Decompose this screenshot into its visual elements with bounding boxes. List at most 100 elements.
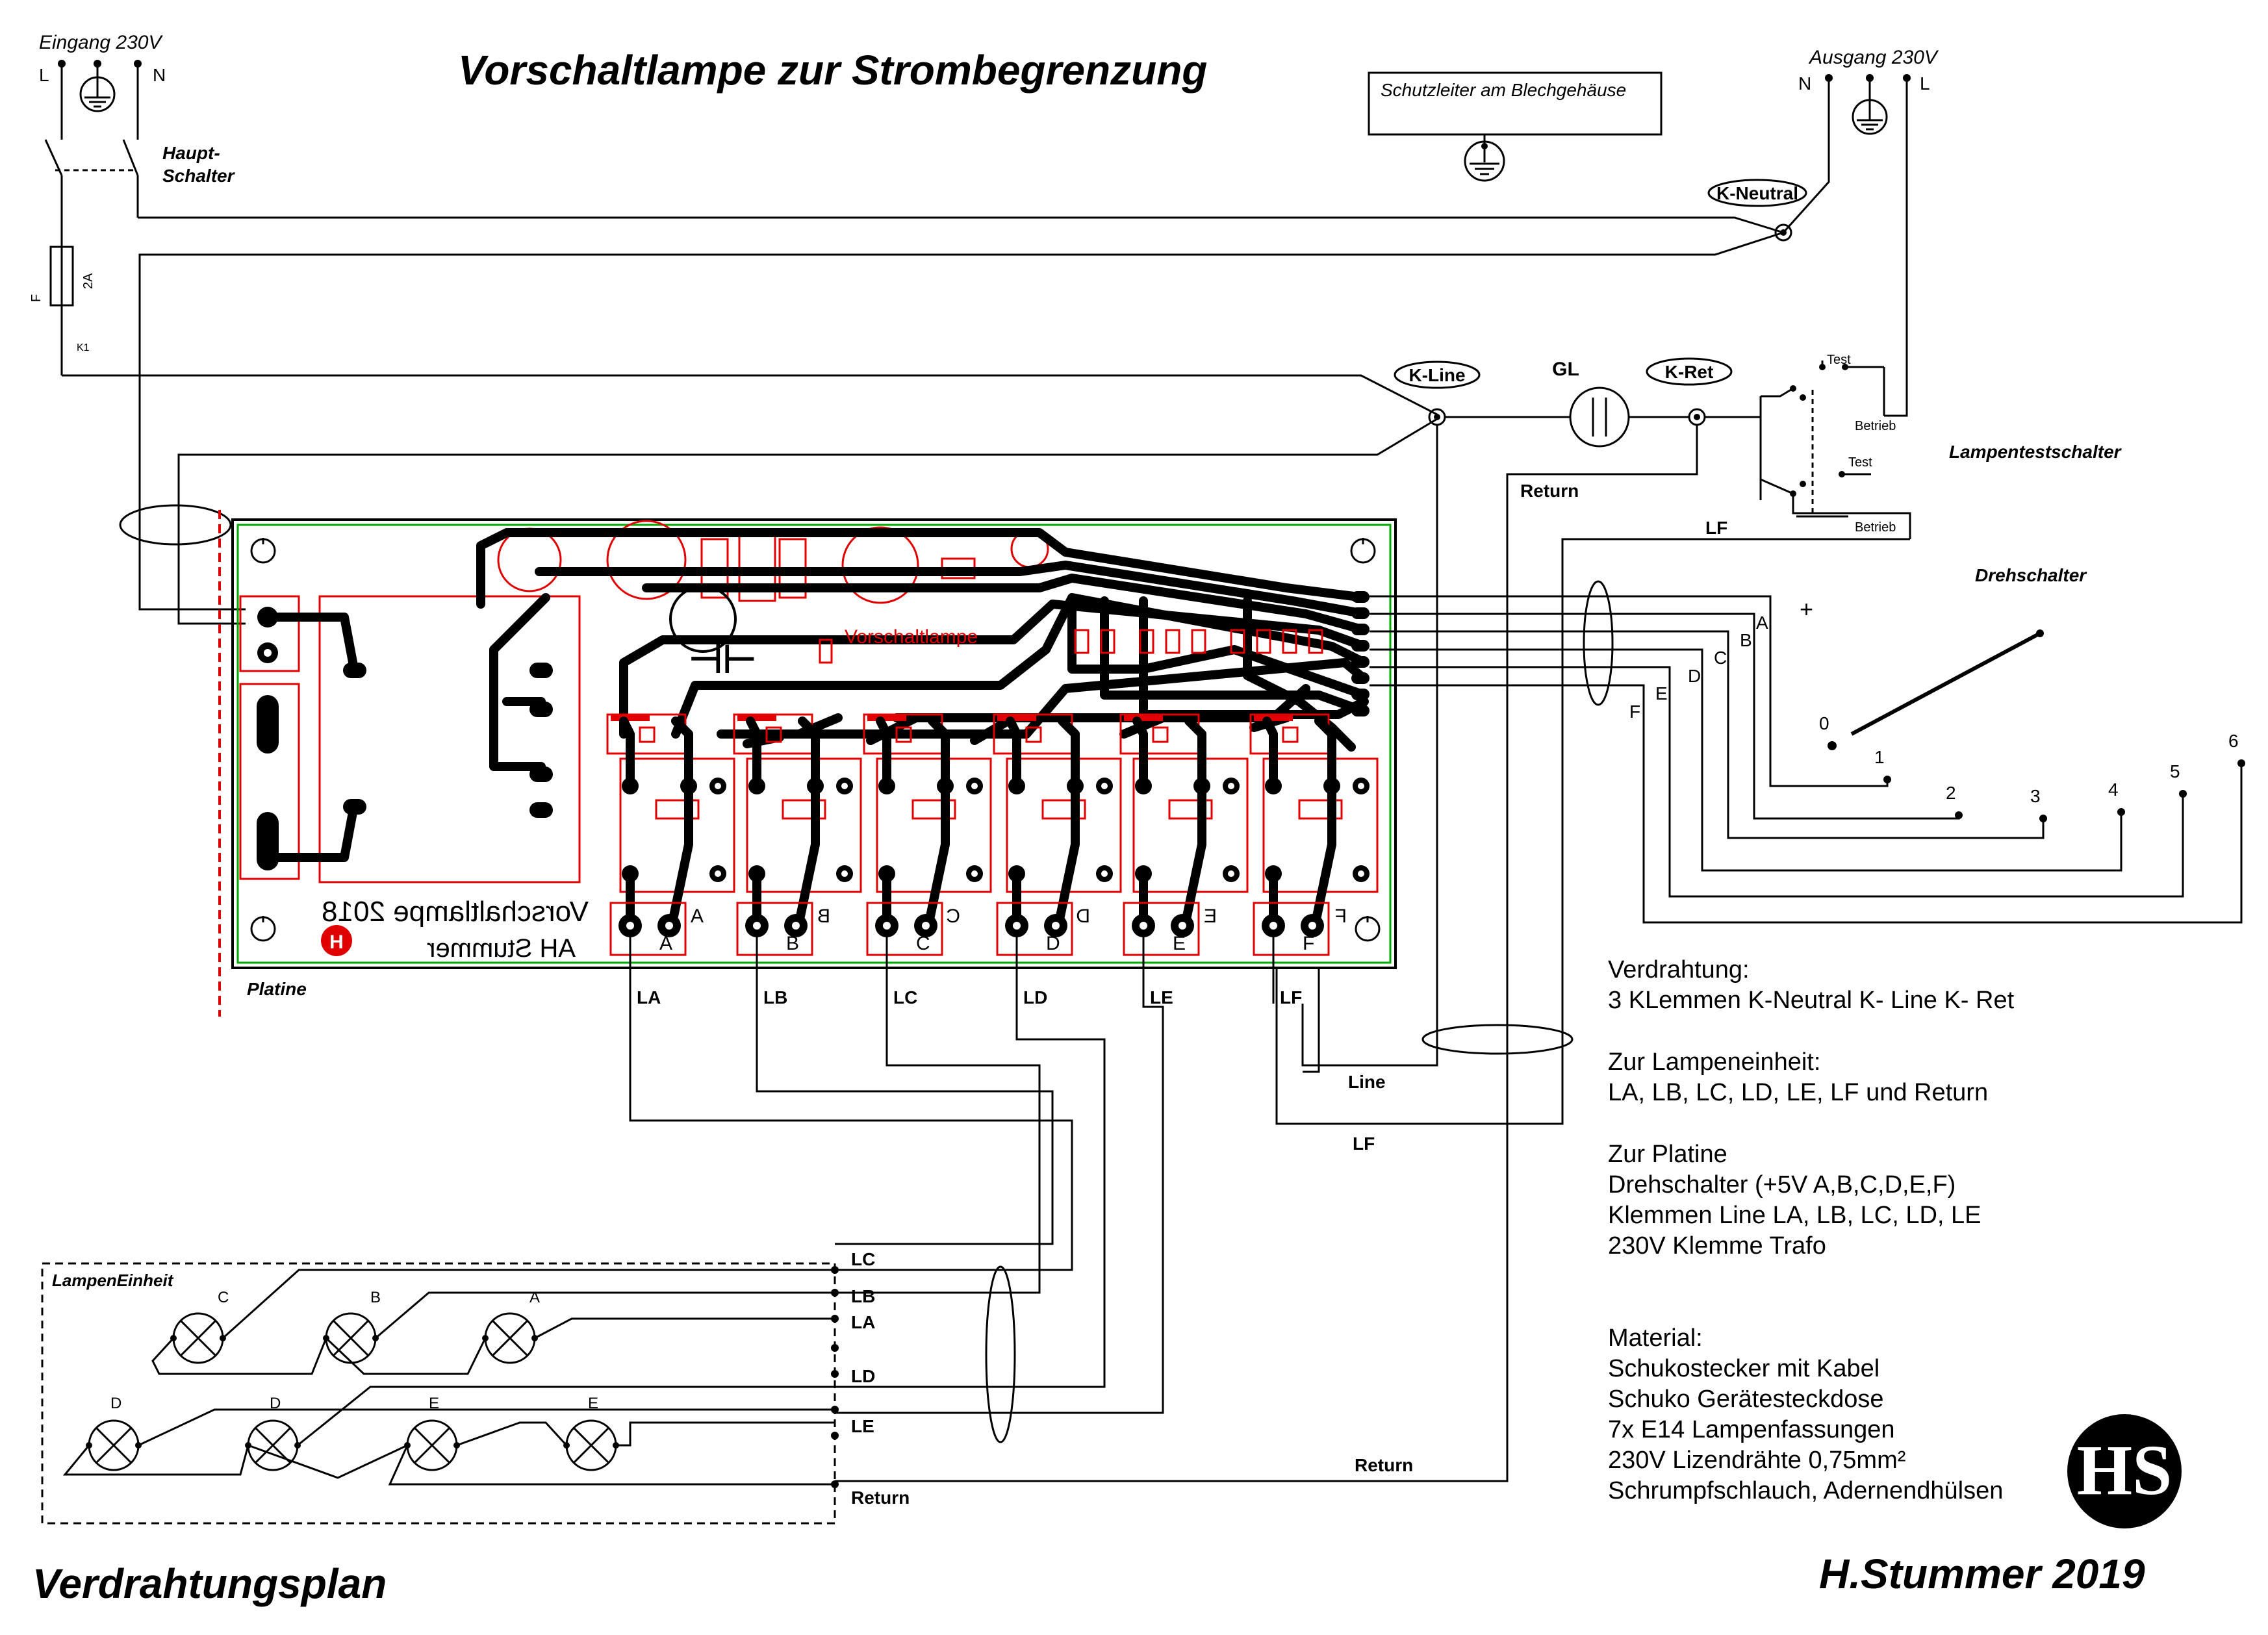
input-label: Eingang 230V xyxy=(39,32,163,53)
rotary-position: 1 xyxy=(1874,747,1885,767)
lamp-label: E xyxy=(588,1395,598,1412)
fuse-f-label: F xyxy=(29,294,44,302)
fuse-rating: 2A xyxy=(81,273,96,289)
note-line: 230V Lizendrähte 0,75mm² xyxy=(1608,1447,1905,1474)
chassis-earth-icon xyxy=(1464,140,1505,182)
earth-box-label: Schutzleiter am Blechgehäuse xyxy=(1381,80,1626,100)
rotary-contact xyxy=(1828,742,1836,750)
input-n-label: N xyxy=(153,65,166,85)
note-line: LA, LB, LC, LD, LE, LF und Return xyxy=(1608,1079,1988,1106)
lamp-terminal-label: LA xyxy=(851,1312,875,1332)
note-line: 3 KLemmen K-Neutral K- Line K- Ret xyxy=(1608,987,2015,1014)
lamp-icon: D xyxy=(245,1395,301,1471)
relay-letter: D xyxy=(1046,933,1060,954)
rotary-contact xyxy=(1883,776,1891,783)
note-line: 7x E14 Lampenfassungen xyxy=(1608,1416,1895,1443)
gl-label: GL xyxy=(1552,359,1579,380)
rotary-plus: + xyxy=(1800,596,1813,622)
rotary-position: 0 xyxy=(1819,713,1829,733)
relay-letter-top: F xyxy=(1335,906,1347,927)
output-earth-icon xyxy=(1852,78,1888,135)
mounting-hole-icon xyxy=(250,916,276,942)
pcb-output-label: LE xyxy=(1150,987,1173,1008)
pcb-output-label: LA xyxy=(637,987,661,1008)
rotary-contact xyxy=(2237,759,2245,767)
relay-d: DD xyxy=(993,713,1122,956)
return-label-bottom: Return xyxy=(1355,1455,1413,1475)
lamp-terminal xyxy=(831,1266,839,1274)
k-ret-label: K-Ret xyxy=(1665,362,1714,382)
lamp-label: D xyxy=(110,1395,121,1412)
lamp-terminal xyxy=(831,1406,839,1413)
rotary-position: 4 xyxy=(2108,779,2119,800)
connector-pads xyxy=(1351,591,1370,716)
lamp-label: C xyxy=(218,1289,229,1306)
pcb-silk-author: AH Stummer xyxy=(427,934,576,963)
cable-bundle-ellipse xyxy=(1421,1024,1574,1055)
lamp-label: A xyxy=(529,1289,540,1306)
pcb-logo-icon: H xyxy=(321,925,352,956)
lamp-icon: D xyxy=(86,1395,142,1471)
relay-b: BB xyxy=(733,713,862,956)
lamp-unit-label: LampenEinheit xyxy=(52,1271,174,1290)
relay-letter-top: D xyxy=(1076,906,1090,927)
relay-letter-top: E xyxy=(1204,906,1217,927)
main-switch-line1: Haupt- xyxy=(162,143,220,163)
rotary-label: Drehschalter xyxy=(1975,565,2087,585)
svg-text:HS: HS xyxy=(2077,1430,2172,1510)
test-label-1: Test xyxy=(1827,353,1851,367)
terminal-k-neutral: K-Neutral xyxy=(1707,179,1807,242)
rotary-contact xyxy=(1955,811,1963,819)
mounting-hole-icon xyxy=(1355,916,1381,942)
lf-label-bottom: LF xyxy=(1353,1134,1375,1154)
resistor-row xyxy=(1074,629,1323,654)
pcb-output-label: LC xyxy=(893,987,917,1008)
lamp-terminal xyxy=(831,1289,839,1297)
relay-letter: C xyxy=(916,933,930,954)
lamp-terminal-label: LD xyxy=(851,1366,875,1386)
relay-letter-top: A xyxy=(691,906,704,927)
lamp-icon: E xyxy=(404,1395,460,1471)
note-line: Verdrahtung: xyxy=(1608,956,1750,983)
rotary-position: 2 xyxy=(1946,783,1956,803)
output-l-label: L xyxy=(1920,73,1930,94)
mounting-hole-icon xyxy=(250,538,276,564)
relay-letter: E xyxy=(1173,933,1186,954)
lamp-terminal-label: Return xyxy=(851,1488,910,1508)
pcb-output-label: LD xyxy=(1023,987,1047,1008)
lamp-test-switch: Test Betrieb Test Betrieb Lampentestscha… xyxy=(1759,353,2122,539)
pcb-board: Platine ⊣⊢ xyxy=(218,510,1397,1017)
terminal-k-line: K-Line xyxy=(1394,361,1481,426)
page-title: Vorschaltlampe zur Strombegrenzung xyxy=(458,47,1207,94)
rotary-letter: A xyxy=(1756,613,1768,633)
note-line: Material: xyxy=(1608,1324,1703,1352)
earth-box: Schutzleiter am Blechgehäuse xyxy=(1368,71,1663,182)
rotary-letter: B xyxy=(1740,630,1752,650)
cable-bundle-ellipse xyxy=(119,504,232,546)
input-l-label: L xyxy=(39,65,49,85)
gl-capacitor: GL xyxy=(1552,359,1630,448)
relay-e: EE xyxy=(1119,713,1249,956)
lamp-terminal xyxy=(831,1315,839,1323)
cable-bundle-ellipse xyxy=(985,1265,1016,1443)
betrieb-label-1: Betrieb xyxy=(1855,419,1896,433)
note-line: Zur Lampeneinheit: xyxy=(1608,1048,1820,1076)
rotary-letter: E xyxy=(1655,683,1668,703)
rotary-position: 6 xyxy=(2228,731,2239,751)
lamp-icon: A xyxy=(482,1289,540,1364)
rotary-letter: F xyxy=(1629,702,1640,722)
relay-letter: A xyxy=(659,933,672,954)
fuse: F 2A K1 xyxy=(29,246,96,375)
lamp-icon: B xyxy=(323,1289,381,1364)
output-label: Ausgang 230V xyxy=(1808,47,1939,68)
note-line: Klemmen Line LA, LB, LC, LD, LE xyxy=(1608,1202,1981,1229)
lamp-terminal-label: LB xyxy=(851,1286,875,1306)
rotary-contact xyxy=(2039,815,2047,822)
note-line: Schuko Gerätesteckdose xyxy=(1608,1386,1884,1413)
k-neutral-label: K-Neutral xyxy=(1716,183,1798,203)
lamp-label: B xyxy=(370,1289,381,1306)
